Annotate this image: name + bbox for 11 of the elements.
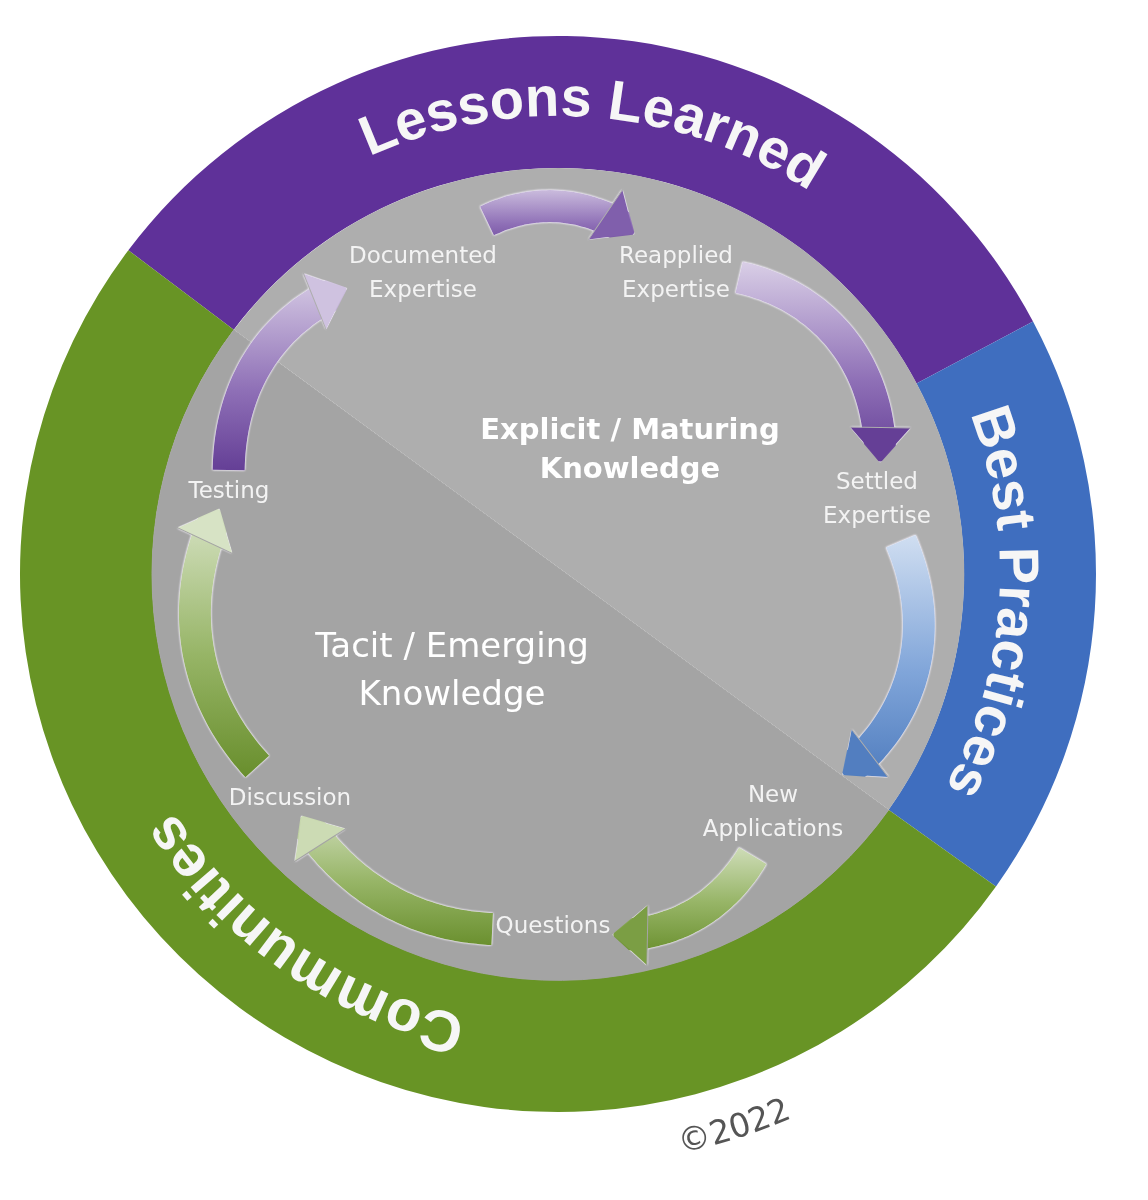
stage-label: New Applications bbox=[702, 777, 844, 845]
stage-label: Reapplied Expertise bbox=[619, 238, 733, 306]
region-heading: Explicit / Maturing Knowledge bbox=[479, 411, 781, 487]
stage-label: Testing bbox=[188, 473, 270, 507]
stage-label: Discussion bbox=[228, 780, 352, 814]
stage-label: Settled Expertise bbox=[823, 464, 931, 532]
stage-label: Documented Expertise bbox=[349, 238, 497, 306]
ring-segment bbox=[128, 36, 1034, 384]
stage-label: Questions bbox=[495, 908, 611, 942]
copyright-notice: ©2022 bbox=[673, 1089, 796, 1162]
region-heading: Tacit / Emerging Knowledge bbox=[314, 624, 590, 715]
